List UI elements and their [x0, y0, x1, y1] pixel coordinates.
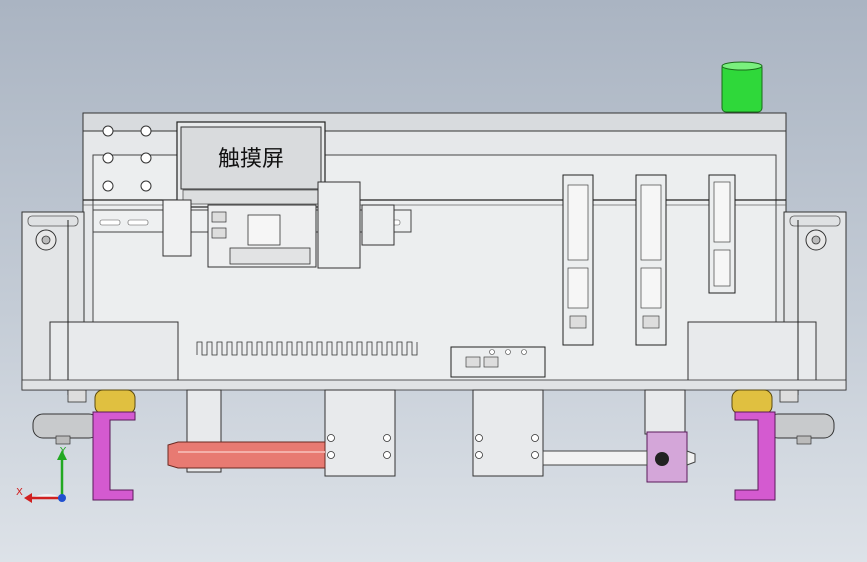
white-cylinder-rod [542, 450, 696, 466]
plc-module [162, 181, 395, 269]
axis-triad [24, 450, 67, 503]
mounting-holes [102, 125, 152, 192]
heat-sink [196, 341, 418, 356]
red-cylinder-rod [167, 441, 326, 469]
touchscreen-panel [176, 121, 326, 208]
right-grey-wheel [767, 413, 835, 445]
right-side-frame [687, 211, 847, 403]
right-bracket [644, 389, 688, 483]
right-yellow-roller [731, 389, 773, 415]
right-magenta-rail [734, 411, 776, 501]
green-push-button [721, 61, 763, 113]
servo-drive-3 [708, 174, 736, 294]
servo-drive-1 [562, 174, 594, 346]
center-block-left [324, 389, 396, 477]
axis-y-label: Y [59, 446, 67, 457]
servo-drive-2 [635, 174, 667, 346]
left-magenta-rail [92, 411, 136, 501]
left-grey-wheel [32, 413, 100, 445]
touchscreen-label: 触摸屏 [218, 147, 284, 172]
bottom-bar [21, 379, 847, 391]
left-yellow-roller [94, 389, 136, 415]
left-side-frame [21, 211, 179, 403]
network-module [450, 346, 546, 378]
center-block-right [472, 389, 544, 477]
axis-x-label: X [16, 487, 23, 498]
